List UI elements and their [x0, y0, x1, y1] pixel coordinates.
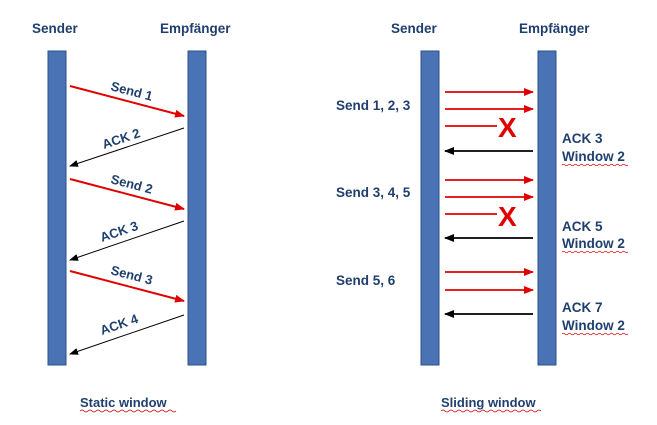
sliding-window-1-label: Window 2 [562, 149, 625, 164]
static-ack-4-label: ACK 4 [98, 311, 140, 338]
static-sender-label: Sender [32, 21, 79, 36]
static-window-caption: Static window [80, 395, 168, 410]
sliding-caption-squiggle [440, 409, 542, 413]
static-sender-timeline-bar [47, 50, 67, 366]
static-caption-squiggle [79, 409, 177, 413]
window-label-squiggle [561, 163, 629, 167]
sliding-send-group-3-label: Send 5, 6 [336, 273, 396, 288]
static-send-1-label: Send 1 [109, 78, 154, 103]
static-ack-2-arrow [69, 127, 185, 167]
sliding-window-2-label: Window 2 [562, 236, 625, 251]
sliding-receiver-label: Empfänger [519, 21, 590, 36]
static-send-3-arrow [69, 270, 185, 303]
static-window-panel: Sender Empfänger Send 1 ACK 2 Send 2 ACK… [32, 21, 231, 413]
sliding-window-caption: Sliding window [441, 395, 536, 410]
static-ack-2-label: ACK 2 [100, 125, 142, 152]
sliding-window-3-label: Window 2 [562, 318, 625, 333]
packet-lost-x-mark: X [498, 112, 517, 143]
sliding-ack-1-label: ACK 3 [562, 131, 603, 146]
sliding-ack-2-label: ACK 5 [562, 219, 603, 234]
window-label-squiggle [561, 250, 629, 254]
sliding-receiver-timeline-bar [537, 50, 557, 366]
static-receiver-label: Empfänger [160, 21, 231, 36]
static-send-1-arrow [69, 85, 185, 118]
static-send-2-label: Send 2 [109, 171, 154, 196]
window-label-squiggle [561, 332, 629, 336]
static-receiver-timeline-bar [187, 50, 207, 366]
sliding-window-panel: Sender Empfänger Send 1, 2, 3 X ACK 3 Wi… [336, 21, 629, 413]
static-ack-3-label: ACK 3 [98, 218, 140, 245]
sliding-send-group-1-label: Send 1, 2, 3 [336, 98, 411, 113]
static-ack-3-arrow [69, 220, 185, 261]
packet-lost-x-mark: X [498, 201, 517, 232]
sliding-send-group-2-label: Send 3, 4, 5 [336, 185, 411, 200]
static-send-2-arrow [69, 178, 185, 211]
sliding-ack-3-label: ACK 7 [562, 300, 603, 315]
sliding-sender-timeline-bar [420, 50, 440, 366]
sliding-sender-label: Sender [391, 21, 438, 36]
static-ack-4-arrow [69, 314, 185, 355]
